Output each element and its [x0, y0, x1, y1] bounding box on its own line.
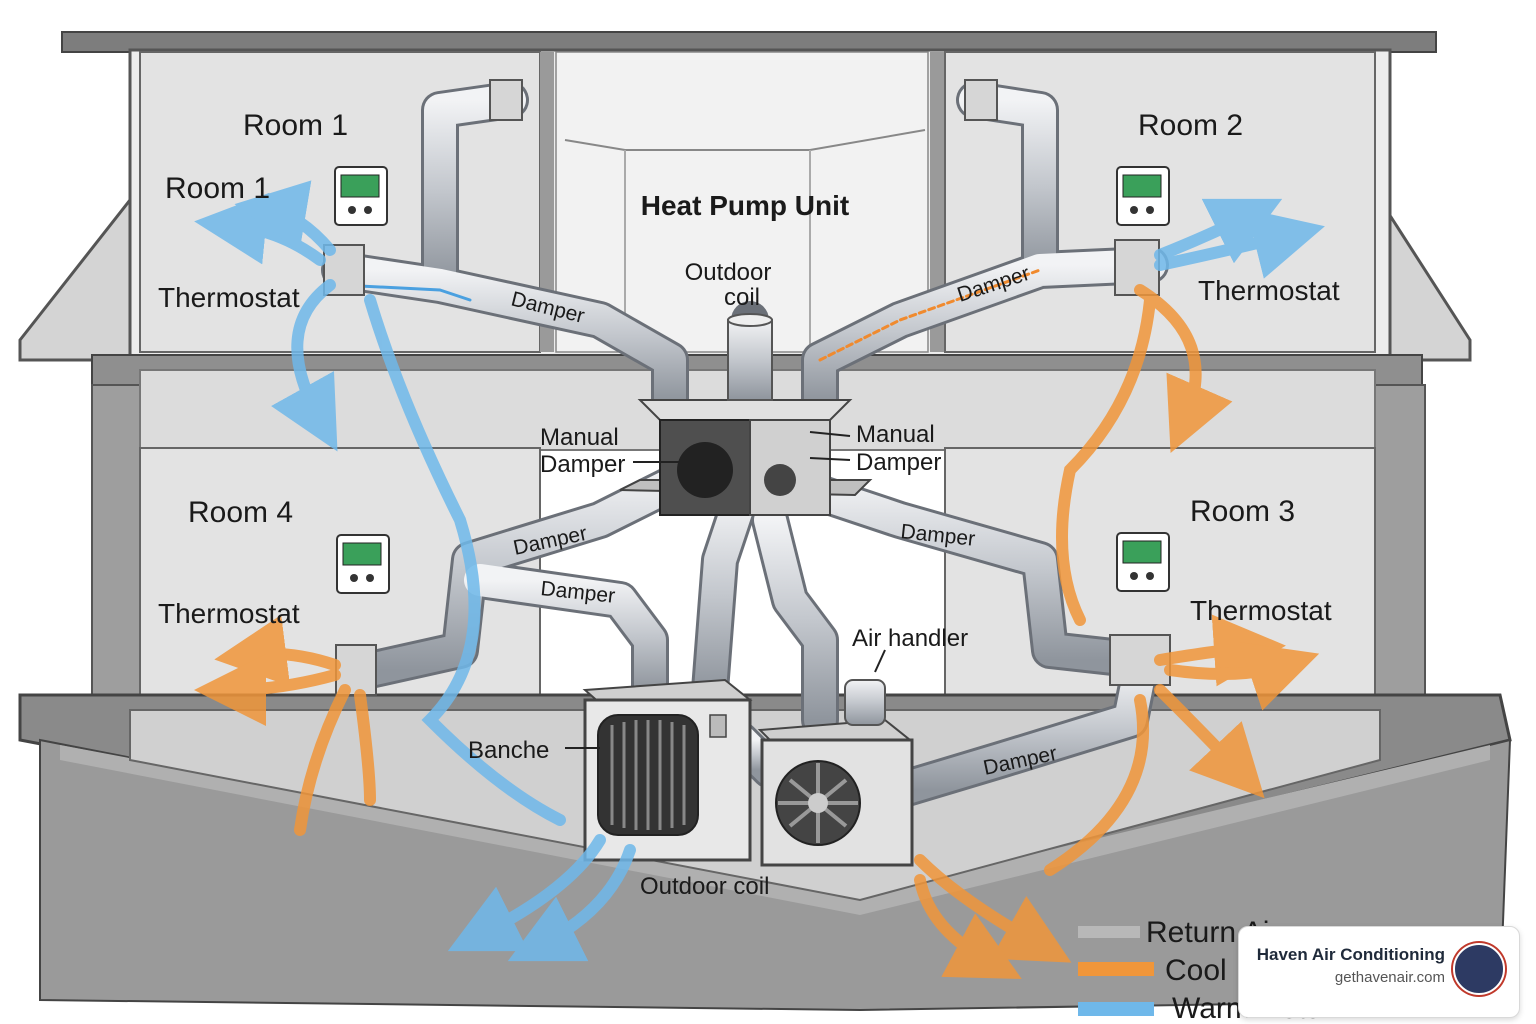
brand-badge[interactable]: Haven Air Conditioning gethavenair.com — [1238, 926, 1520, 1018]
banche-label: Banche — [468, 737, 549, 764]
legend-swatch-warm-return — [1078, 1002, 1154, 1016]
thermostat-label-room-4: Thermostat — [158, 598, 300, 629]
legend-label-cool: Cool — [1165, 954, 1227, 987]
thermostat-icons — [334, 166, 1170, 594]
air-handler-label: Air handler — [852, 625, 968, 652]
thermostat-label-room-2: Thermostat — [1198, 275, 1340, 306]
manual-damper-right-label-line1: Manual — [856, 421, 935, 448]
manual-damper-right-label-line2: Damper — [856, 449, 941, 476]
thermostat-icon — [336, 534, 390, 594]
haven-logo-icon — [1453, 943, 1505, 995]
legend-swatch-return-air — [1078, 926, 1140, 938]
outdoor-coil-bottom-label: Outdoor coil — [640, 873, 769, 900]
room-3-label: Room 3 — [1190, 495, 1295, 528]
outdoor-coil-top-label-line1: Outdoor — [685, 259, 772, 286]
room-1-secondary-label: Room 1 — [165, 172, 270, 205]
thermostat-label-room-3: Thermostat — [1190, 595, 1332, 626]
room-4-label: Room 4 — [188, 496, 293, 529]
manual-damper-left-label-line2: Damper — [540, 451, 625, 478]
thermostat-label-room-1: Thermostat — [158, 282, 300, 313]
outdoor-unit-right — [757, 679, 914, 867]
heat-pump-box — [619, 313, 873, 516]
room-1-label: Room 1 — [243, 109, 348, 142]
legend-swatch-cool — [1078, 962, 1154, 976]
leader-lines — [565, 431, 886, 749]
brand-name: Haven Air Conditioning — [1256, 945, 1445, 964]
room-2-label: Room 2 — [1138, 109, 1243, 142]
outdoor-unit-left — [582, 678, 753, 862]
airflow-arrows — [194, 180, 1325, 979]
brand-site-link[interactable]: gethavenair.com — [1334, 969, 1445, 986]
manual-damper-left-label-line1: Manual — [540, 424, 619, 451]
thermostat-icon — [1116, 532, 1170, 592]
thermostat-icon — [1116, 166, 1170, 226]
outdoor-coil-top-label-line2: coil — [724, 284, 760, 311]
thermostat-icon — [334, 166, 388, 226]
diagram-title: Heat Pump Unit — [641, 190, 849, 221]
